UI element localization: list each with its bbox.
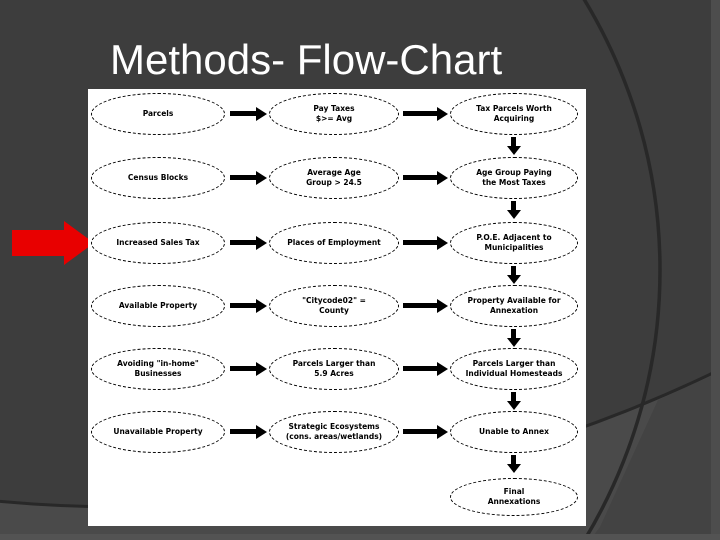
flow-node-row6-col3: Unable to Annex (450, 411, 578, 453)
arrow-right-icon (230, 298, 267, 313)
arrow-right-icon (403, 361, 448, 376)
arrow-right-icon (403, 298, 448, 313)
arrow-right-icon (403, 235, 448, 250)
flow-node-label: Avoiding "in-home" Businesses (117, 358, 199, 378)
flow-node-label: P.O.E. Adjacent to Municipalities (476, 232, 552, 252)
flow-node-row5-col2: Parcels Larger than 5.9 Acres (269, 348, 399, 390)
flow-node-label: Tax Parcels Worth Acquiring (476, 103, 552, 123)
flow-node-row4-col3: Property Available for Annexation (450, 285, 578, 327)
arrow-down-icon (506, 137, 521, 155)
flow-node-final: Final Annexations (450, 478, 578, 516)
flow-node-label: Increased Sales Tax (116, 237, 200, 247)
arrow-right-icon (230, 235, 267, 250)
red-arrow-icon (12, 221, 94, 265)
flow-node-row3-col1: Increased Sales Tax (91, 222, 225, 264)
arrow-down-icon (506, 455, 521, 473)
flow-node-row5-col1: Avoiding "in-home" Businesses (91, 348, 225, 390)
flow-node-row1-col3: Tax Parcels Worth Acquiring (450, 93, 578, 135)
flow-node-row3-col3: P.O.E. Adjacent to Municipalities (450, 222, 578, 264)
arrow-right-icon (230, 424, 267, 439)
flow-node-label: Strategic Ecosystems (cons. areas/wetlan… (285, 421, 383, 441)
flow-node-row2-col1: Census Blocks (91, 157, 225, 199)
arrow-right-icon (403, 170, 448, 185)
arrow-down-icon (506, 329, 521, 347)
flow-node-label: Census Blocks (127, 172, 189, 182)
flow-node-row2-col3: Age Group Paying the Most Taxes (450, 157, 578, 199)
arrow-down-icon (506, 392, 521, 410)
flow-node-row1-col1: Parcels (91, 93, 225, 135)
flow-node-label: Unable to Annex (479, 426, 549, 436)
slide-title: Methods- Flow-Chart (110, 36, 503, 83)
flow-node-row5-col3: Parcels Larger than Individual Homestead… (450, 348, 578, 390)
flowchart-panel: Parcels Pay Taxes $>= Avg Tax Parcels Wo… (88, 89, 586, 526)
flow-node-row2-col2: Average Age Group > 24.5 (269, 157, 399, 199)
arrow-down-icon (506, 266, 521, 284)
arrow-right-icon (230, 361, 267, 376)
flow-node-label: Pay Taxes $>= Avg (313, 103, 355, 123)
flow-node-label: Available Property (118, 300, 198, 310)
arrow-right-icon (230, 106, 267, 121)
flow-node-label: Parcels Larger than 5.9 Acres (292, 358, 376, 378)
arrow-down-icon (506, 201, 521, 219)
flow-node-row4-col2: "Citycode02" = County (269, 285, 399, 327)
flow-node-label: "Citycode02" = County (302, 295, 366, 315)
flow-node-row3-col2: Places of Employment (269, 222, 399, 264)
flow-node-row6-col1: Unavailable Property (91, 411, 225, 453)
flow-node-label: Unavailable Property (113, 426, 203, 436)
flow-node-row4-col1: Available Property (91, 285, 225, 327)
flow-node-label: Parcels Larger than Individual Homestead… (465, 358, 563, 378)
flow-node-label: Final Annexations (487, 486, 541, 506)
flow-node-label: Parcels (142, 108, 174, 118)
flow-node-label: Age Group Paying the Most Taxes (476, 167, 552, 187)
flow-node-label: Average Age Group > 24.5 (306, 167, 362, 187)
arrow-right-icon (403, 106, 448, 121)
flow-node-row1-col2: Pay Taxes $>= Avg (269, 93, 399, 135)
flow-node-row6-col2: Strategic Ecosystems (cons. areas/wetlan… (269, 411, 399, 453)
arrow-right-icon (230, 170, 267, 185)
flow-node-label: Property Available for Annexation (467, 295, 561, 315)
flow-node-label: Places of Employment (287, 237, 381, 247)
arrow-right-icon (403, 424, 448, 439)
